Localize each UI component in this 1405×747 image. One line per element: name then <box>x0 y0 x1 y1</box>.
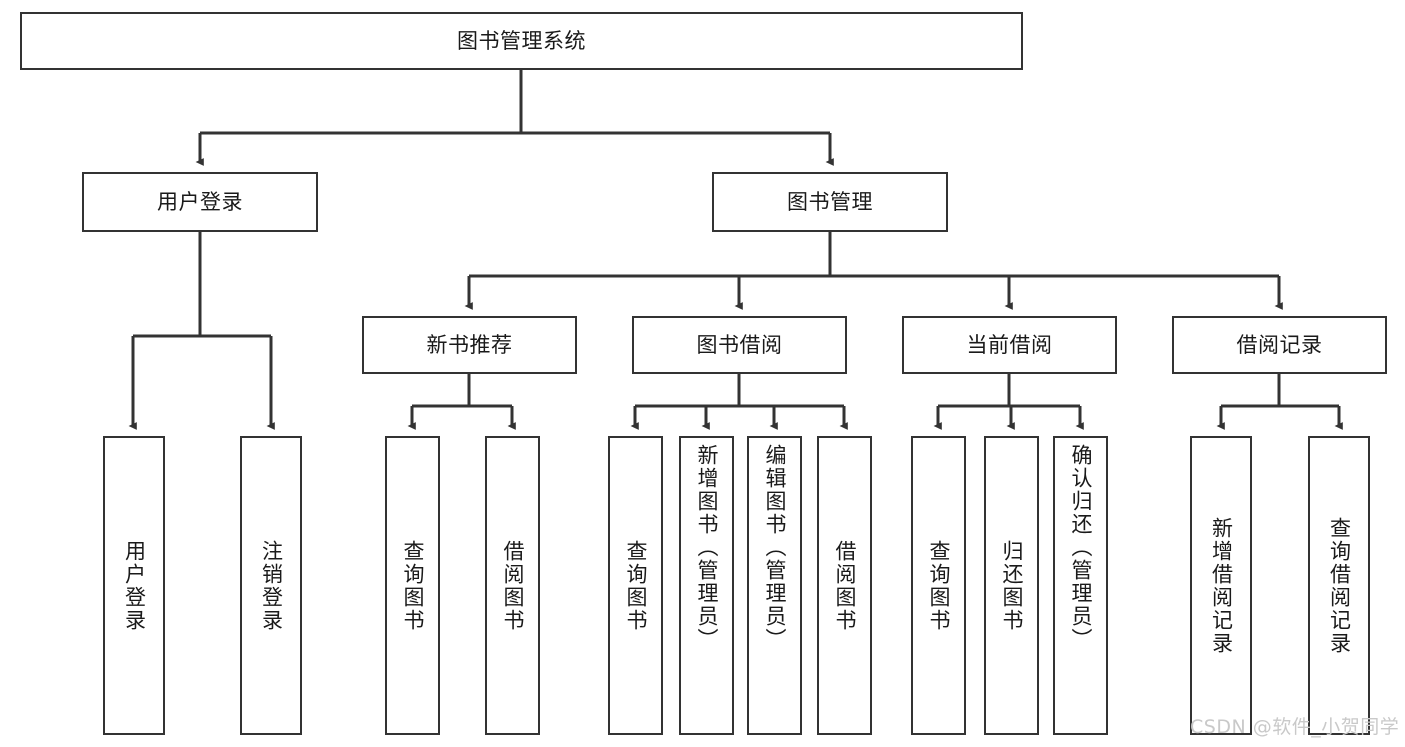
node-leaf-add-borrow-record-label: 新增借阅记录 <box>1209 516 1234 655</box>
node-borrow-record-label: 借阅记录 <box>1236 332 1323 357</box>
node-user-login[interactable]: 用户登录 <box>82 172 318 232</box>
node-new-book-recommend[interactable]: 新书推荐 <box>362 316 577 374</box>
node-leaf-query-book-1-label: 查询图书 <box>401 539 425 632</box>
node-leaf-query-book-1[interactable]: 查询图书 <box>385 436 440 735</box>
node-root[interactable]: 图书管理系统 <box>20 12 1023 70</box>
node-leaf-user-login-label: 用户登录 <box>122 539 147 632</box>
node-current-borrow[interactable]: 当前借阅 <box>902 316 1117 374</box>
node-leaf-add-book-admin-label: 新增图书（管理员） <box>695 444 719 651</box>
node-leaf-query-borrow-record[interactable]: 查询借阅记录 <box>1308 436 1370 735</box>
node-leaf-borrow-book-1[interactable]: 借阅图书 <box>485 436 540 735</box>
node-current-borrow-label: 当前借阅 <box>966 332 1053 357</box>
node-leaf-query-borrow-record-label: 查询借阅记录 <box>1327 516 1352 655</box>
node-leaf-return-book-label: 归还图书 <box>1000 539 1024 632</box>
node-leaf-edit-book-admin-label: 编辑图书（管理员） <box>763 444 787 651</box>
node-leaf-query-book-3-label: 查询图书 <box>927 539 951 632</box>
node-book-manage-label: 图书管理 <box>787 189 873 214</box>
node-leaf-query-book-3[interactable]: 查询图书 <box>911 436 966 735</box>
node-leaf-borrow-book-2-label: 借阅图书 <box>833 539 857 632</box>
node-borrow-record[interactable]: 借阅记录 <box>1172 316 1387 374</box>
node-leaf-add-book-admin[interactable]: 新增图书（管理员） <box>679 436 734 735</box>
node-leaf-borrow-book-2[interactable]: 借阅图书 <box>817 436 872 735</box>
node-leaf-user-login[interactable]: 用户登录 <box>103 436 165 735</box>
node-leaf-query-book-2-label: 查询图书 <box>624 539 648 632</box>
node-leaf-confirm-return-admin[interactable]: 确认归还（管理员） <box>1053 436 1108 735</box>
node-book-borrow[interactable]: 图书借阅 <box>632 316 847 374</box>
node-leaf-confirm-return-admin-label: 确认归还（管理员） <box>1069 444 1093 651</box>
node-new-book-recommend-label: 新书推荐 <box>426 332 513 357</box>
node-book-borrow-label: 图书借阅 <box>696 332 783 357</box>
node-leaf-borrow-book-1-label: 借阅图书 <box>501 539 525 632</box>
node-user-login-label: 用户登录 <box>157 189 243 214</box>
csdn-watermark: CSDN @软件_小贺同学 <box>1190 716 1400 738</box>
node-leaf-logout-login-label: 注销登录 <box>259 539 284 632</box>
node-leaf-edit-book-admin[interactable]: 编辑图书（管理员） <box>747 436 802 735</box>
node-book-manage[interactable]: 图书管理 <box>712 172 948 232</box>
node-leaf-add-borrow-record[interactable]: 新增借阅记录 <box>1190 436 1252 735</box>
node-leaf-logout-login[interactable]: 注销登录 <box>240 436 302 735</box>
node-leaf-return-book[interactable]: 归还图书 <box>984 436 1039 735</box>
node-root-label: 图书管理系统 <box>457 28 586 53</box>
node-leaf-query-book-2[interactable]: 查询图书 <box>608 436 663 735</box>
